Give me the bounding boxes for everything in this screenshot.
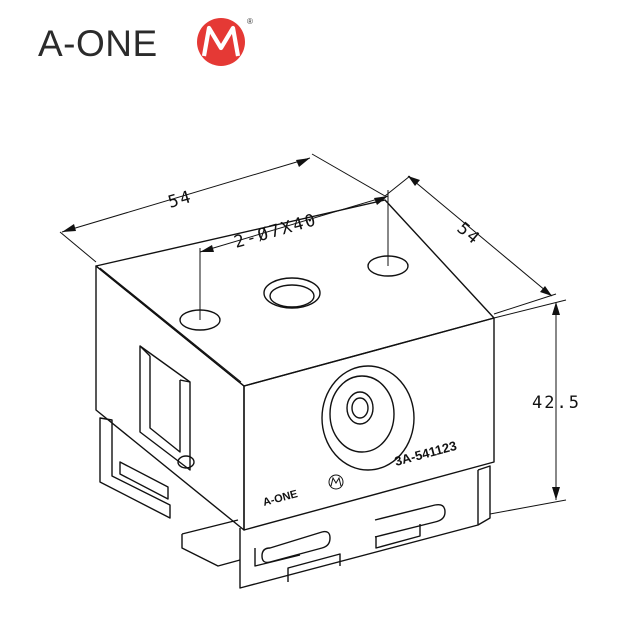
dimension-height: 42.5 [489,299,581,515]
front-counterbore [321,365,415,471]
dim-height-label: 42.5 [532,393,581,413]
dimension-top-width: 54 [59,153,386,263]
dim-top-width-label: 54 [166,187,195,213]
center-bore [263,277,321,309]
dim-hole-spacing-label: 2-Ø7X40 [232,210,320,253]
part-number: 3A-541123 [393,438,458,469]
side-slot [139,345,195,471]
base-plate [99,417,491,589]
top-holes [179,255,409,331]
engraved-brand: A-ONE [262,488,299,509]
brand-logo: A-ONE ® [38,17,253,66]
brand-m-icon [197,18,245,66]
engraved-logo-icon [328,474,344,490]
brand-name: A-ONE [38,23,158,64]
dim-side-depth-label: 54 [453,219,485,250]
registered-mark: ® [247,17,253,26]
dimension-hole-spacing: 2-Ø7X40 [199,190,389,320]
